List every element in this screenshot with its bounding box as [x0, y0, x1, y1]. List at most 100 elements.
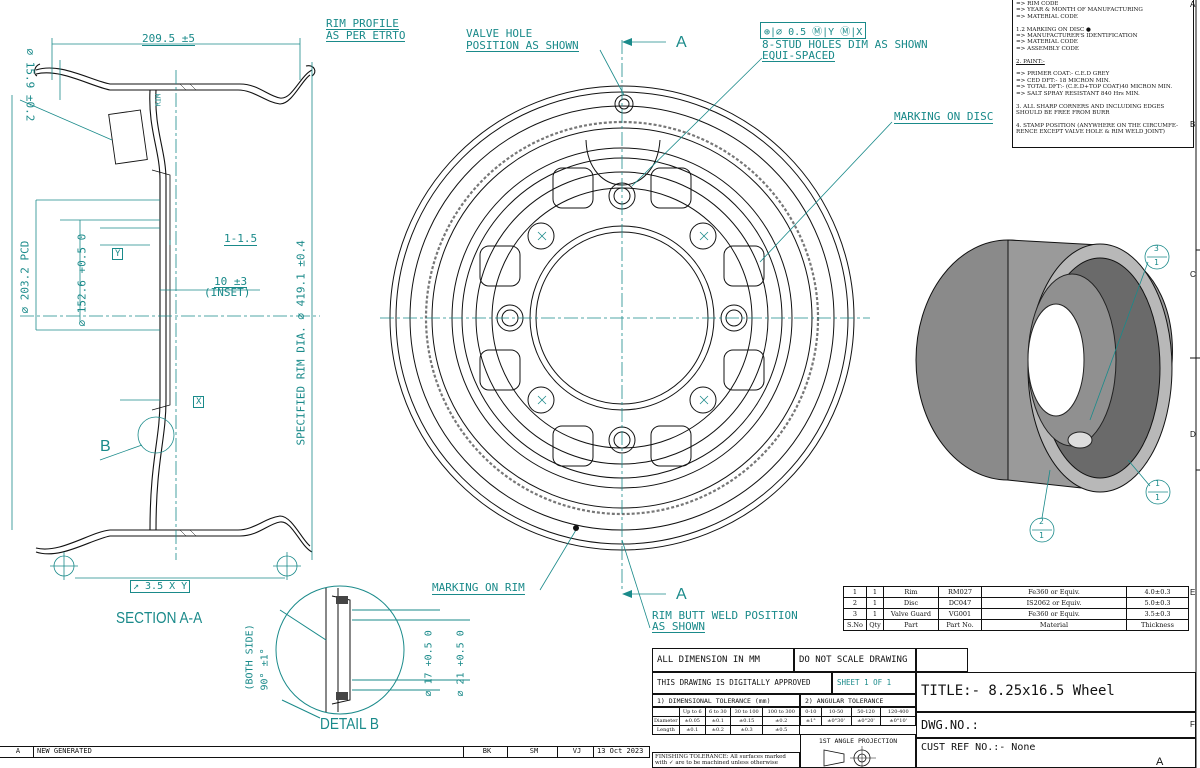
table-cell: 100 to 300	[762, 707, 800, 717]
rim-profile-label-2: AS PER ETRTO	[326, 29, 406, 42]
note-line: => YEAR & MONTH OF MANUFACTURING	[1016, 7, 1143, 14]
zone-c: C	[1190, 270, 1196, 279]
revision-top-border	[0, 746, 650, 747]
bore-dim: ∅ 152.6 +0.5 0	[75, 233, 89, 327]
approved-note: THIS DRAWING IS DIGITALLY APPROVED	[652, 672, 832, 694]
table-header-row: S.No Qty Part Part No. Material Thicknes…	[843, 619, 1189, 631]
datum-y: Y	[112, 248, 124, 260]
balloon-1: 1	[1155, 479, 1160, 488]
note-line: 1.2 MARKING ON DISC ●	[1016, 26, 1091, 33]
table-header: Material	[981, 619, 1127, 631]
note-line: 3. ALL SHARP CORNERS AND INCLUDING EDGES	[1016, 103, 1165, 110]
corner-zone: A	[1156, 756, 1164, 768]
all-dimension-note: ALL DIMENSION IN MM	[652, 648, 794, 672]
drawing-title: TITLE:- 8.25x16.5 Wheel	[916, 672, 1196, 712]
table-row: 3 1 Valve Guard VG001 Fe360 or Equiv. 3.…	[843, 608, 1189, 620]
note-line: 4. STAMP POSITION (ANYWHERE ON THE CIRCU…	[1016, 122, 1178, 129]
table-cell: ±0.3	[729, 725, 764, 735]
do-not-scale-note: DO NOT SCALE DRAWING	[794, 648, 916, 672]
note-line: => TOTAL DFT:- (C.E.D+TOP COAT)40 MICRON…	[1016, 84, 1173, 91]
table-cell: Disc	[883, 597, 939, 609]
table-cell: ±0.2	[704, 725, 731, 735]
table-cell: 1	[843, 586, 867, 598]
zone-d: D	[1190, 430, 1196, 439]
stud-holes-label-2: EQUI-SPACED	[762, 49, 835, 62]
table-cell: ±0.15	[729, 716, 764, 726]
cust-ref-number: CUST REF NO.:- None	[916, 738, 1196, 768]
balloon-2: 2	[1039, 517, 1044, 526]
angular-tolerance-table: 0-10 10-50 50-120 120-400 ±1° ±0°30' ±0°…	[800, 707, 916, 726]
table-cell: ±0°20'	[850, 716, 882, 726]
stud-holes-label: 8-STUD HOLES DIM AS SHOWN	[762, 38, 928, 51]
table-row: ±1° ±0°30' ±0°20' ±0°10'	[800, 716, 916, 726]
detail-b-mark: B	[100, 438, 111, 455]
table-cell: ±0.2	[762, 716, 800, 726]
projection-symbol-icon	[823, 746, 876, 768]
materials-table: 1 1 Rim RM027 Fe360 or Equiv. 4.0±0.3 2 …	[843, 586, 1189, 631]
valve-hole-label: VALVE HOLE	[466, 27, 533, 40]
table-cell: ±0.05	[678, 716, 706, 726]
table-row: 2 1 Disc DC047 IS2062 or Equiv. 5.0±0.3	[843, 597, 1189, 609]
flatness-callout: ↗ 3.5 X Y	[130, 580, 191, 593]
detail-title: DETAIL B	[320, 716, 379, 733]
table-header: Part No.	[938, 619, 982, 631]
table-cell: Up to 6	[678, 707, 706, 717]
table-cell: 1	[866, 608, 884, 620]
dia-15-dim: ∅ 15.9 ±0.2	[23, 48, 37, 122]
section-mark-top: A	[676, 34, 687, 51]
balloon-3-den: 1	[1154, 258, 1159, 267]
revision-drawn-by: BK	[464, 746, 508, 757]
table-cell: 3.5±0.3	[1126, 608, 1189, 620]
revision-checked-by: SM	[508, 746, 558, 757]
rim-label: RIM	[154, 93, 163, 107]
finishing-line-1: FINISHING TOLERANCE: All surfaces marked	[655, 754, 786, 760]
width-dim: 209.5 ±5	[142, 32, 195, 46]
table-cell: Diameter	[652, 716, 680, 726]
table-cell: 6 to 30	[704, 707, 731, 717]
table-cell: DC047	[938, 597, 982, 609]
inset-label: (INSET)	[204, 286, 251, 299]
balloon-2-den: 1	[1039, 531, 1044, 540]
section-title: SECTION A-A	[116, 610, 203, 627]
rim-butt-label-2: AS SHOWN	[652, 620, 705, 633]
note-line: SHOULD BE FREE FROM BURR	[1016, 109, 1110, 116]
rim-dia-dim: SPECIFIED RIM DIA. ∅ 419.1 ±0.4	[294, 240, 308, 446]
both-side: (BOTH SIDE)	[244, 624, 256, 691]
note-line: RENCE EXCEPT VALVE HOLE & RIM WELD JOINT…	[1016, 129, 1165, 136]
detail-b	[275, 585, 470, 719]
table-cell: 120-400	[880, 707, 916, 717]
zone-b: B	[1190, 120, 1196, 129]
table-cell: ±0.1	[704, 716, 731, 726]
position-fcf: ⊕|∅ 0.5 Ⓜ|Y Ⓜ|X	[760, 22, 867, 39]
table-row: Length ±0.1 ±0.2 ±0.3 ±0.5	[652, 725, 800, 735]
table-header: Qty	[866, 619, 884, 631]
note-line: => RIM CODE	[1016, 1, 1059, 7]
drawing-notes: => RIM CODE => YEAR & MONTH OF MANUFACTU…	[1012, 0, 1194, 148]
revision-date: 13 Oct 2023	[594, 746, 650, 757]
table-cell: ±0.5	[762, 725, 800, 735]
zone-f: F	[1190, 720, 1195, 729]
table-cell: ±1°	[800, 716, 822, 726]
section-mark-bottom: A	[676, 586, 687, 603]
table-cell: 5.0±0.3	[1126, 597, 1189, 609]
table-header: Thickness	[1126, 619, 1189, 631]
note-line: => CED DFT:- 18 MICRON MIN.	[1016, 77, 1111, 84]
zone-a: A	[1190, 0, 1196, 9]
d21-dim: ∅ 21 +0.5 0	[455, 630, 467, 697]
table-cell: 10-50	[820, 707, 852, 717]
balloon-3: 3	[1154, 244, 1159, 253]
rim-butt-label: RIM BUTT WELD POSITION	[652, 609, 798, 622]
dimensional-tolerance-table: Up to 6 6 to 30 30 to 100 100 to 300 Dia…	[652, 707, 800, 735]
note-line: 2. PAINT:-	[1016, 58, 1045, 65]
table-header: Part	[883, 619, 939, 631]
revision-block: A NEW GENERATED BK SM VJ 13 Oct 2023	[0, 746, 650, 768]
marking-on-rim-label: MARKING ON RIM	[432, 581, 525, 595]
angle-dim: 90° ±1°	[259, 648, 271, 691]
table-cell: VG001	[938, 608, 982, 620]
datum-x: X	[193, 396, 205, 408]
zone-e: E	[1190, 588, 1196, 597]
revision-approved-by: VJ	[558, 746, 594, 757]
table-cell: Length	[652, 725, 680, 735]
rim-profile-label: RIM PROFILE	[326, 17, 399, 30]
